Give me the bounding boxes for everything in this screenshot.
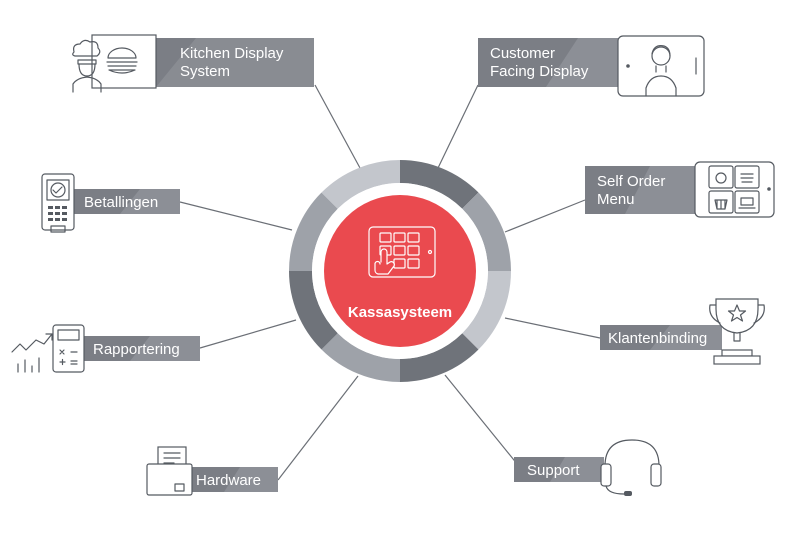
tag-hardware-shade xyxy=(224,467,278,492)
connector-selforder xyxy=(504,199,586,233)
betalingen-label: Betallingen xyxy=(84,194,158,211)
connector-customer xyxy=(437,84,479,169)
ring-segment xyxy=(321,333,400,382)
ring-segment xyxy=(462,271,511,350)
ring-segment xyxy=(321,160,400,209)
customer-label-line2: Facing Display xyxy=(490,63,589,80)
center-label: Kassasysteem xyxy=(348,304,452,321)
ring-segment xyxy=(289,271,338,350)
connector-kitchen xyxy=(314,84,361,169)
headset-icon xyxy=(600,439,662,496)
chart-calculator-icon xyxy=(11,324,85,373)
tag-rapportering-shade xyxy=(130,336,200,361)
tag-customer xyxy=(478,38,626,87)
connector-rapportering xyxy=(199,319,297,349)
tag-kitchen xyxy=(156,38,314,87)
node-kitchen[interactable]: Kitchen Display System xyxy=(72,34,314,93)
tag-support-shade xyxy=(550,457,604,482)
support-label: Support xyxy=(527,462,580,479)
connector-lines xyxy=(179,84,601,481)
selforder-label-line1: Self Order xyxy=(597,173,665,190)
tag-customer-shade xyxy=(546,38,626,87)
node-rapportering[interactable]: Rapportering xyxy=(11,324,200,373)
trophy-icon xyxy=(709,298,765,365)
ring-segment xyxy=(289,192,338,271)
ring-segment xyxy=(462,192,511,271)
tag-support xyxy=(514,457,604,482)
node-support[interactable]: Support xyxy=(514,439,662,496)
center-circle[interactable] xyxy=(324,195,476,347)
node-customer[interactable]: Customer Facing Display xyxy=(478,35,705,97)
tag-kitchen-shade xyxy=(156,38,314,87)
pos-terminal-touch-icon xyxy=(368,226,436,278)
tag-betalingen-shade xyxy=(120,189,180,214)
ring-segment xyxy=(400,160,479,209)
tag-selforder xyxy=(585,166,698,214)
printer-icon xyxy=(146,446,193,496)
tag-betalingen xyxy=(74,189,180,214)
tag-klantenbinding xyxy=(600,325,722,350)
tag-klantenbinding-shade xyxy=(650,325,722,350)
connector-hardware xyxy=(277,375,359,481)
connector-klantenbinding xyxy=(504,317,601,339)
card-terminal-icon xyxy=(41,173,75,233)
tablet-person-icon xyxy=(617,35,705,97)
chef-burger-icon xyxy=(72,34,157,93)
node-hardware[interactable]: Hardware xyxy=(146,446,278,496)
rapportering-label: Rapportering xyxy=(93,341,180,358)
tag-selforder-shade xyxy=(625,166,698,214)
node-betalingen[interactable]: Betallingen xyxy=(41,173,180,233)
ring-segment xyxy=(400,333,479,382)
central-ring xyxy=(289,160,511,382)
connector-support xyxy=(444,374,519,466)
selforder-label-line2: Menu xyxy=(597,191,635,208)
kitchen-label-line2: System xyxy=(180,63,230,80)
tag-hardware xyxy=(190,467,278,492)
connector-betalingen xyxy=(179,201,293,231)
customer-label-line1: Customer xyxy=(490,45,555,62)
tag-rapportering xyxy=(82,336,200,361)
node-selforder[interactable]: Self Order Menu xyxy=(585,161,775,218)
node-klantenbinding[interactable]: Klantenbinding xyxy=(600,298,765,365)
menu-tablet-icon xyxy=(694,161,775,218)
klantenbinding-label: Klantenbinding xyxy=(608,330,707,347)
hardware-label: Hardware xyxy=(196,472,261,489)
kitchen-label-line1: Kitchen Display xyxy=(180,45,284,62)
